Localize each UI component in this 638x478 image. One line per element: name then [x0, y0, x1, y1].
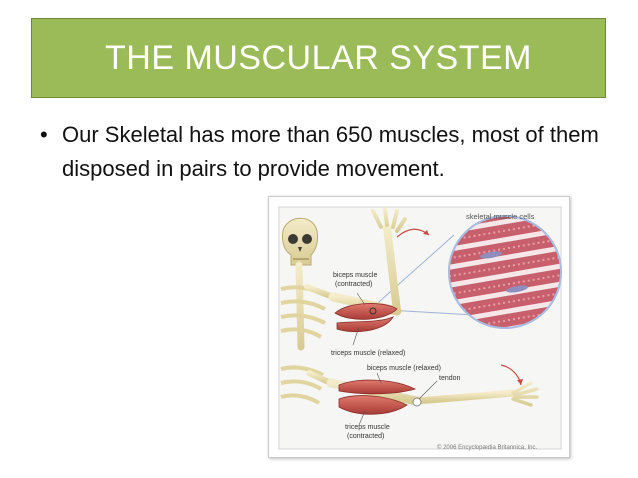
label-biceps-contracted-1: biceps muscle [333, 272, 377, 279]
bullet-item: • Our Skeletal has more than 650 muscles… [40, 118, 610, 186]
bullet-dot-icon: • [40, 122, 48, 147]
triceps-relaxed-shape [336, 316, 394, 333]
muscle-illustration-svg: skeletal muscle cells biceps muscle (con… [278, 206, 562, 451]
triceps-contracted-shape [338, 395, 408, 415]
biceps-contracted-shape [334, 303, 398, 320]
label-skeletal-muscle-cells: skeletal muscle cells [466, 212, 535, 221]
label-triceps-contracted-1: triceps muscle [345, 424, 390, 431]
biceps-relaxed-shape [338, 379, 417, 395]
label-triceps-contracted-2: (contracted) [347, 433, 384, 440]
label-copyright: © 2006 Encyclopædia Britannica, Inc. [437, 444, 537, 451]
leader-lines [352, 292, 438, 426]
muscle-illustration: skeletal muscle cells biceps muscle (con… [268, 196, 570, 458]
label-tendon: tendon [439, 375, 461, 382]
skull-icon [282, 217, 318, 266]
bullet-text: Our Skeletal has more than 650 muscles, … [62, 122, 599, 181]
label-biceps-contracted-2: (contracted) [335, 281, 372, 288]
label-triceps-relaxed: triceps muscle (relaxed) [331, 350, 405, 357]
label-biceps-relaxed: biceps muscle (relaxed) [367, 365, 441, 372]
slide-title-bar: THE MUSCULAR SYSTEM [31, 18, 606, 98]
slide-title: THE MUSCULAR SYSTEM [105, 38, 532, 77]
tendon-marker [412, 397, 422, 407]
muscle-cells-magnified [448, 215, 562, 329]
